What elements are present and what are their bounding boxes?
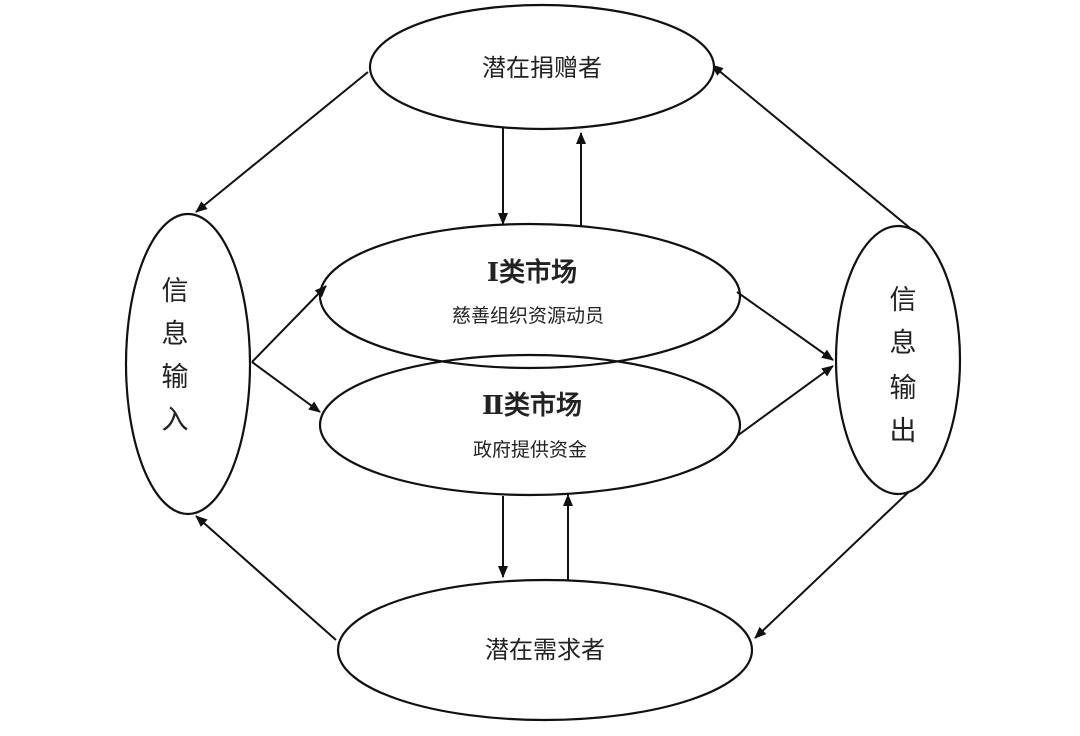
info-input-ellipse <box>124 212 252 516</box>
arrow-demanders-to-info-input <box>195 515 337 641</box>
market-2-ellipse <box>318 353 742 497</box>
info-output-char-2: 息 <box>890 328 917 359</box>
info-output-char-1: 信 <box>890 285 917 316</box>
market-2-title: Ⅱ类市场 <box>482 390 582 421</box>
info-output-ellipse <box>834 224 962 496</box>
info-output-char-4: 出 <box>890 416 917 447</box>
potential-donors-node: 潜在捐赠者 <box>368 3 716 131</box>
arrow-donors-to-info-input <box>195 71 369 213</box>
potential-demanders-ellipse <box>336 578 754 722</box>
potential-donors-ellipse <box>368 3 716 131</box>
potential-donors-label: 潜在捐赠者 <box>482 54 602 82</box>
info-output-node: 信 息 输 出 <box>834 224 962 496</box>
market-1-subtitle: 慈善组织资源动员 <box>452 305 604 327</box>
market-2-subtitle: 政府提供资金 <box>473 439 587 461</box>
info-output-char-3: 输 <box>890 373 917 404</box>
info-input-char-4: 入 <box>162 405 189 436</box>
info-input-char-1: 信 <box>162 276 189 307</box>
market-1-ellipse <box>318 222 742 370</box>
arrow-market-1-to-info-output <box>736 291 834 361</box>
potential-demanders-label: 潜在需求者 <box>485 636 605 664</box>
potential-demanders-node: 潜在需求者 <box>336 578 754 722</box>
arrow-market-2-to-info-output <box>736 365 834 437</box>
info-input-node: 信 息 输 入 <box>124 212 252 516</box>
market-1-title: Ⅰ类市场 <box>487 257 577 288</box>
arrow-info-input-to-market-2 <box>251 361 321 413</box>
markets-group: Ⅰ类市场 慈善组织资源动员 Ⅱ类市场 政府提供资金 <box>318 222 742 497</box>
arrow-info-output-to-donors <box>711 64 911 229</box>
info-input-char-3: 输 <box>162 362 189 393</box>
info-input-char-2: 息 <box>162 319 189 350</box>
arrow-info-input-to-market-1 <box>251 285 327 363</box>
arrows <box>195 64 938 641</box>
